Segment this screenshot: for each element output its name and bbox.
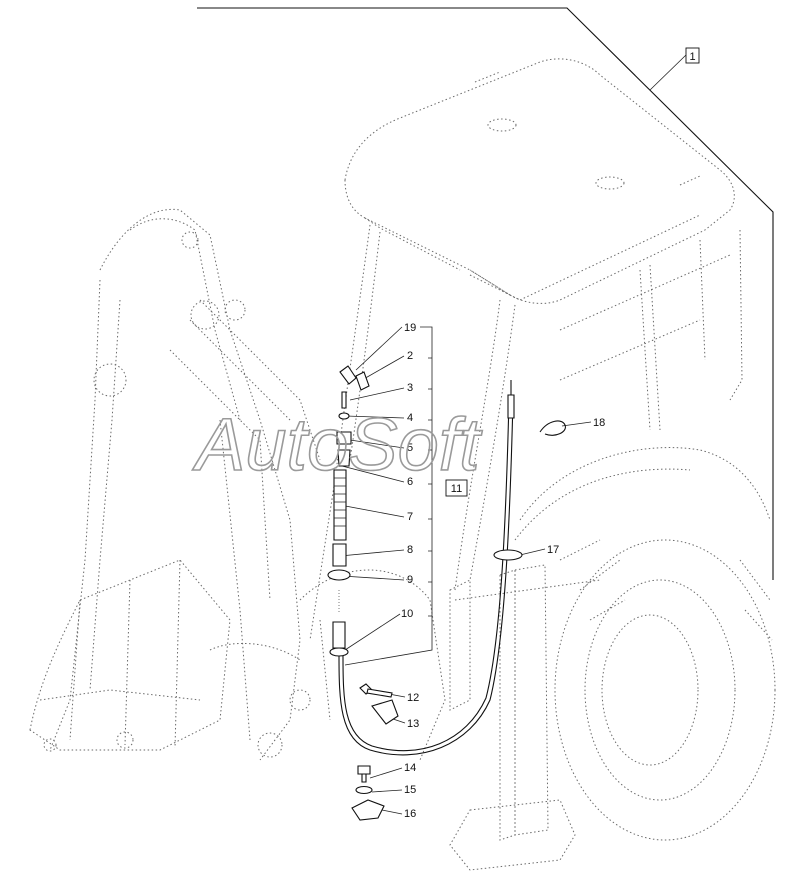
callout-19: 19 xyxy=(404,322,416,334)
watermark: AutoSoft xyxy=(192,403,483,486)
callout-18: 18 xyxy=(593,417,605,429)
callout-9: 9 xyxy=(407,574,413,586)
screw xyxy=(357,765,371,775)
callout-14: 14 xyxy=(404,762,416,774)
callout-1: 1 xyxy=(689,51,695,63)
callout-8: 8 xyxy=(407,544,413,556)
backhoe-outline xyxy=(29,58,776,871)
clamp-16 xyxy=(351,799,385,821)
callout-16: 16 xyxy=(404,808,416,820)
callout-12: 12 xyxy=(407,692,419,704)
assembly-bracket: 1 xyxy=(197,7,774,580)
callout-7: 7 xyxy=(407,511,413,523)
callout-10: 10 xyxy=(401,608,413,620)
flange-washer xyxy=(327,569,351,581)
pin xyxy=(341,391,347,409)
callout-17: 17 xyxy=(547,544,559,556)
clip xyxy=(355,371,370,391)
washer xyxy=(338,412,350,420)
cable-fitting xyxy=(332,621,346,649)
group-box xyxy=(445,479,468,497)
cable-tie xyxy=(539,420,566,436)
leader-lines xyxy=(339,326,592,815)
callout-6: 6 xyxy=(407,476,413,488)
callout-5: 5 xyxy=(407,442,413,454)
callout-4: 4 xyxy=(407,412,413,424)
callout-3: 3 xyxy=(407,382,413,394)
cable-clip xyxy=(493,549,523,561)
callout-13: 13 xyxy=(407,718,419,730)
throttle-cable-parts xyxy=(327,365,566,821)
callout-2: 2 xyxy=(407,350,413,362)
bushing xyxy=(332,543,347,567)
sleeve xyxy=(333,469,347,541)
nut xyxy=(336,431,352,445)
knob xyxy=(339,365,357,385)
callout-column xyxy=(344,326,433,666)
callout-11: 11 xyxy=(451,483,462,495)
collar xyxy=(337,449,351,467)
p-clamp xyxy=(371,699,399,725)
washer-15 xyxy=(355,785,373,795)
callout-15: 15 xyxy=(404,784,416,796)
